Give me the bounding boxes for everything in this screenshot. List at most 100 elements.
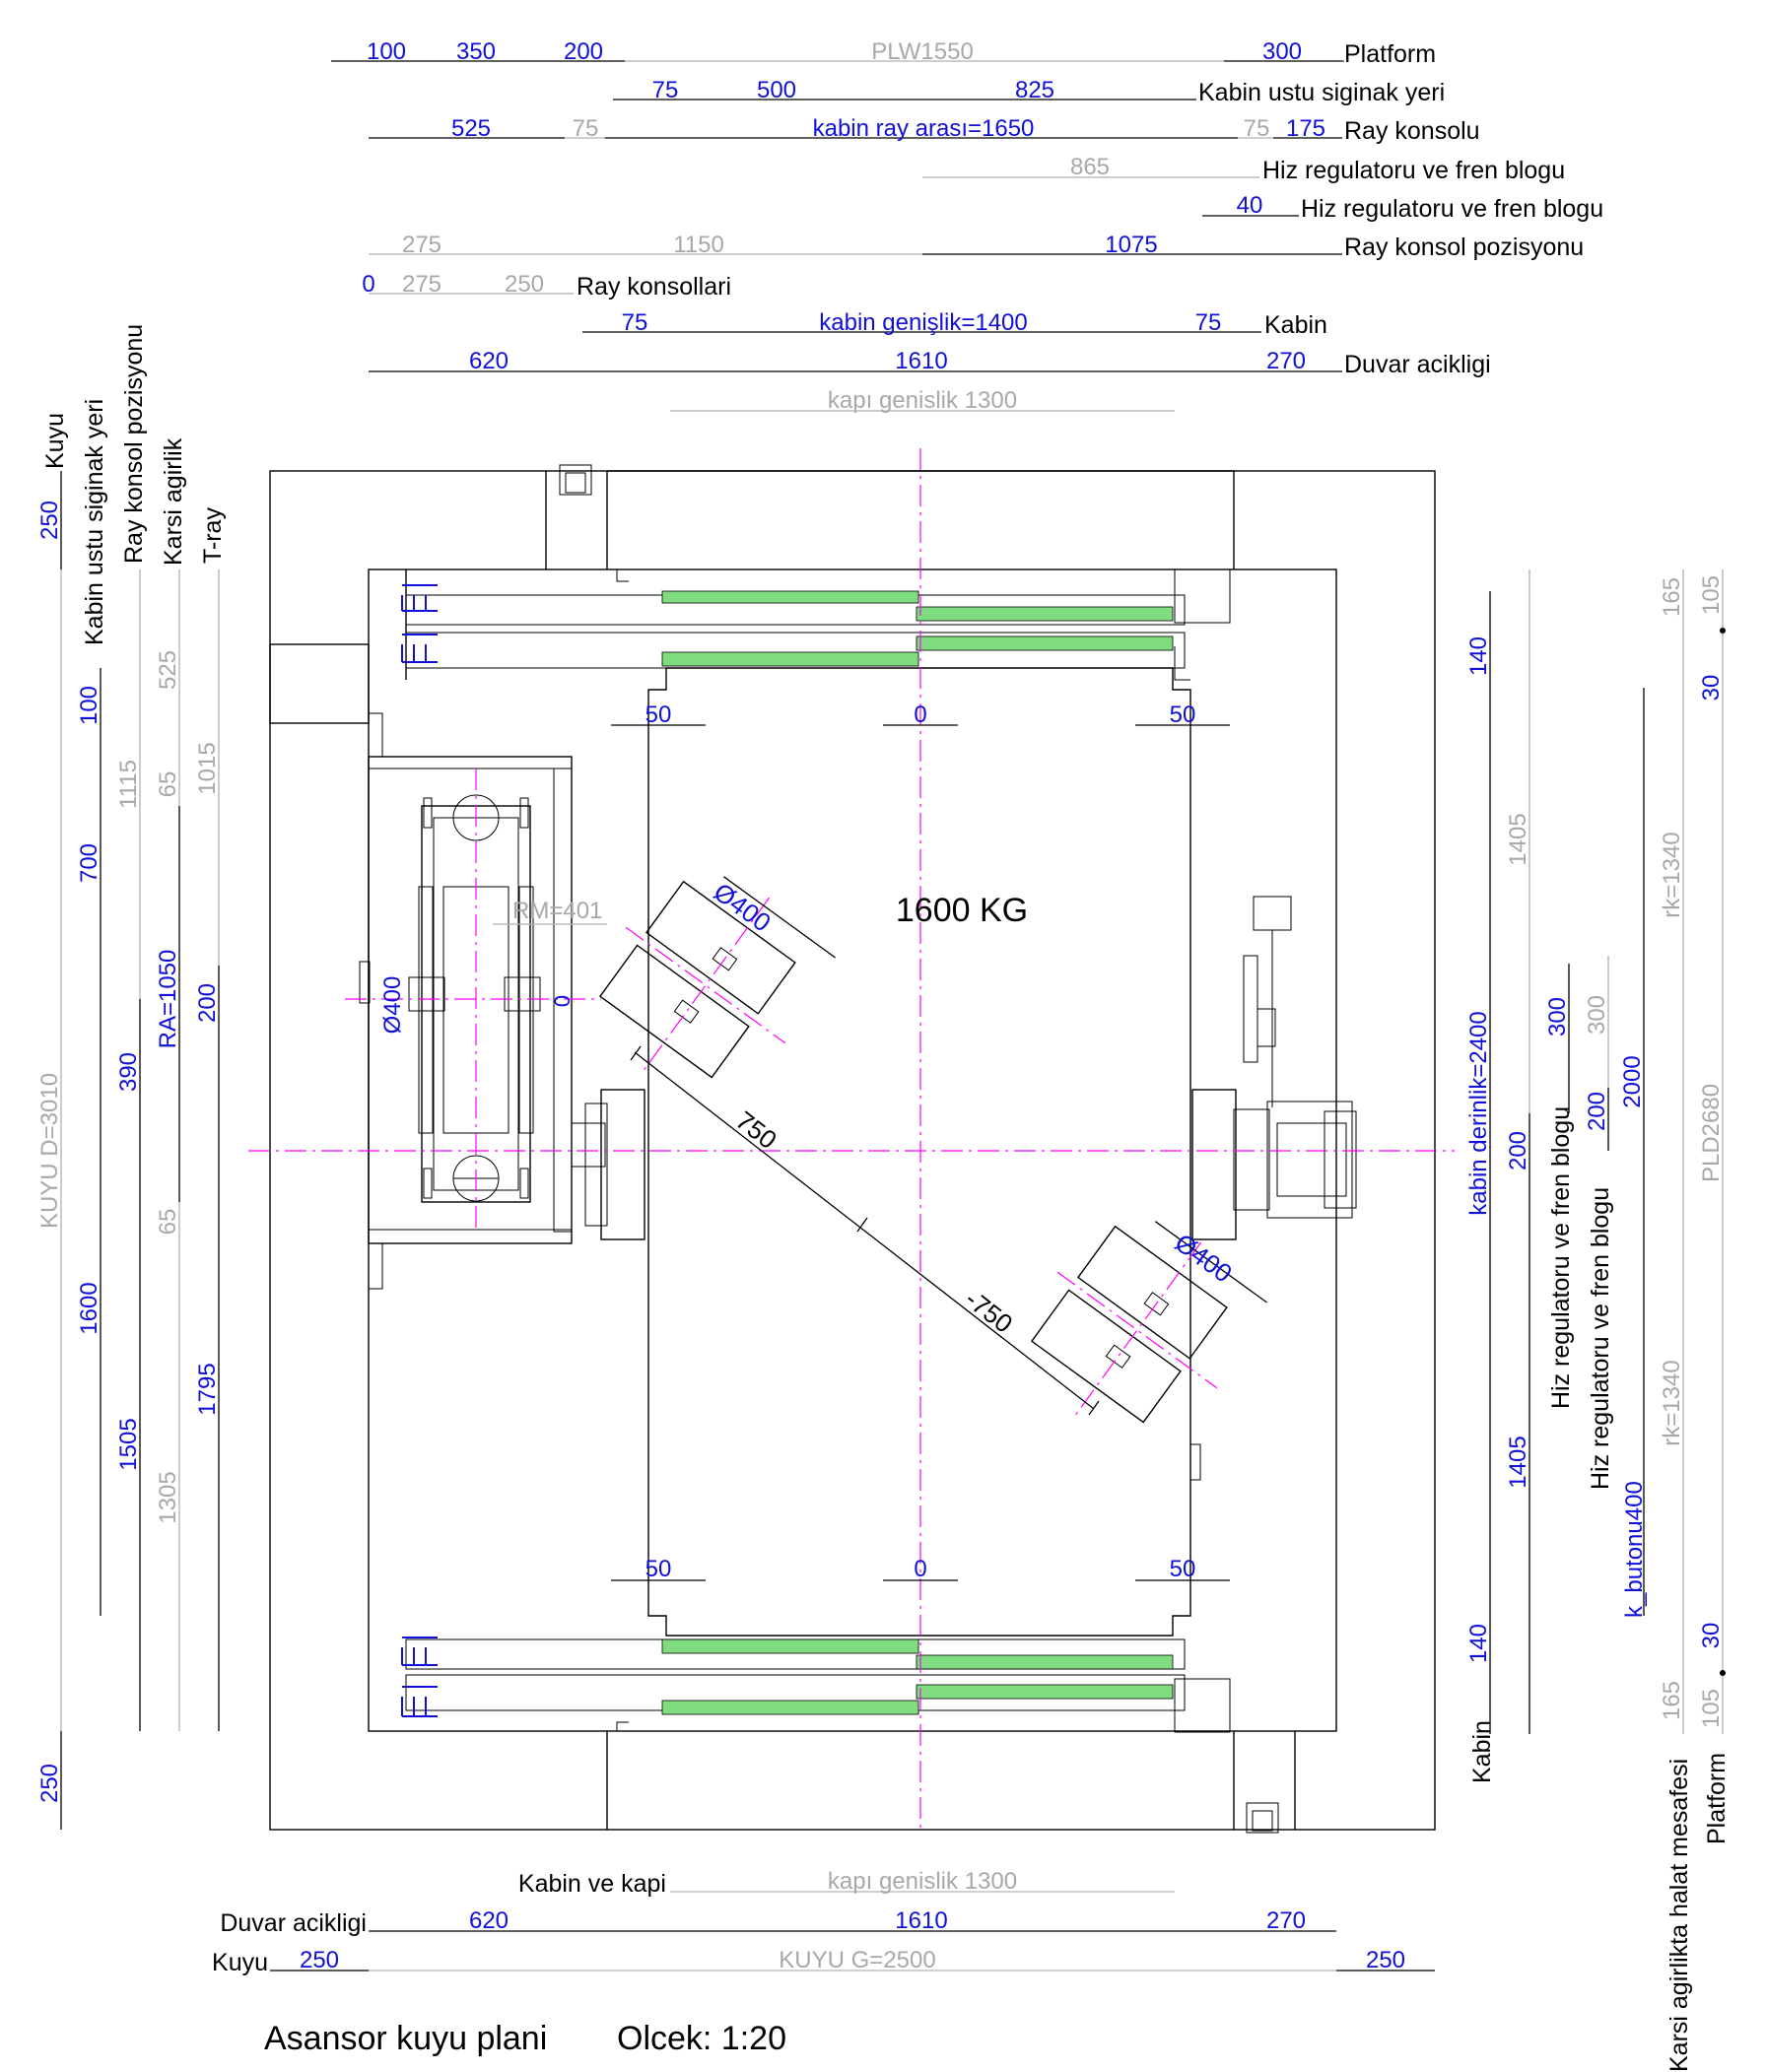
karsi-halat-165-bot: 165 <box>1659 1681 1685 1720</box>
kabin-ustu-row-label: Kabin ustu siginak yeri <box>1198 79 1445 106</box>
hiz1-col-1405-top: 1405 <box>1505 813 1531 865</box>
kuyu-col-250-bot: 250 <box>36 1764 63 1803</box>
ray-konsolu-row-label: Ray konsolu <box>1344 117 1480 145</box>
diameter-lower-label: Ø400 <box>1170 1228 1238 1289</box>
rk-dim-0: 0 <box>362 271 374 298</box>
ray-konsolu-dim-75b: 75 <box>1244 115 1270 142</box>
karsi-halat-col-label: Karsi agirlikta halat mesafesi <box>1665 1759 1693 2072</box>
bottom-duvar-1610: 1610 <box>895 1907 947 1934</box>
bottom-duvar-label: Duvar acikligi <box>220 1909 367 1937</box>
kabin-ustu-col-100: 100 <box>76 686 102 725</box>
hiz1-col-1405-bot: 1405 <box>1505 1436 1531 1488</box>
diameter-left-label: Ø400 <box>379 976 406 1035</box>
sheave-lower <box>1030 1221 1267 1424</box>
kapi-genislik-top: kapı genislik 1300 <box>828 387 1017 414</box>
kabin-dim-75b: 75 <box>1195 309 1222 336</box>
kbuton-col-label: k_butonu400 <box>1621 1481 1648 1618</box>
hiz2-col-200: 200 <box>1584 1092 1610 1131</box>
kabin-ustu-col-1600: 1600 <box>76 1282 102 1334</box>
top-dimension-rows: 100 350 200 PLW1550 300 Platform 75 500 … <box>331 38 1603 414</box>
capacity-label: 1600 KG <box>896 892 1028 929</box>
platform-col-105-bot: 105 <box>1698 1689 1725 1728</box>
ray-konsol-col-1505: 1505 <box>115 1418 142 1470</box>
platform-dim-200: 200 <box>564 38 603 65</box>
tray-col-1795: 1795 <box>194 1363 221 1415</box>
ray-konsolu-dim-175: 175 <box>1286 115 1325 142</box>
rk-dim-250: 250 <box>505 271 544 298</box>
hiz1-row-label: Hiz regulatoru ve fren blogu <box>1262 157 1565 184</box>
hiz1-col-200: 200 <box>1505 1131 1531 1170</box>
rkp-row-label: Ray konsol pozisyonu <box>1344 234 1584 261</box>
tray-col-1015: 1015 <box>194 742 221 794</box>
ray-konsolu-dim-75a: 75 <box>573 115 599 142</box>
top-inner-dim-0: 0 <box>914 702 926 728</box>
diameter-upper-label: Ø400 <box>709 877 777 938</box>
shaft-plan: RM=401 Ø400 0 <box>248 448 1455 1834</box>
kabin-kapi-label: Kabin ve kapi <box>518 1870 666 1898</box>
hiz1-dim-865: 865 <box>1070 154 1110 180</box>
ray-konsolu-dim-525: 525 <box>451 115 491 142</box>
karsi-col-525: 525 <box>155 650 181 690</box>
platform-dim-350: 350 <box>456 38 496 65</box>
bottom-duvar-270: 270 <box>1266 1907 1306 1934</box>
bottom-kuyu-250b: 250 <box>1366 1947 1405 1973</box>
kabin-ustu-dim-825: 825 <box>1015 77 1054 103</box>
top-inner-dim-50a: 50 <box>645 702 672 728</box>
kabin-col-label: Kabin <box>1468 1720 1496 1783</box>
hiz2-col-300: 300 <box>1584 995 1610 1035</box>
karsi-col-65b: 65 <box>155 1209 181 1236</box>
kabin-ustu-col-label: Kabin ustu siginak yeri <box>81 399 108 645</box>
kuyu-col-d: KUYU D=3010 <box>36 1073 63 1229</box>
kabin-col-140-top: 140 <box>1465 636 1492 676</box>
rk-dim-275: 275 <box>402 271 442 298</box>
kabin-dim-75a: 75 <box>622 309 648 336</box>
kuyu-col-label: Kuyu <box>41 413 69 469</box>
platform-plw: PLW1550 <box>871 38 974 65</box>
ray-konsol-col-label: Ray konsol pozisyonu <box>120 324 148 564</box>
rkp-dim-1150: 1150 <box>673 232 724 258</box>
rm-label: RM=401 <box>512 898 602 924</box>
bottom-inner-dim-50a: 50 <box>645 1556 672 1582</box>
kabin-genislik-label: kabin genişlik=1400 <box>819 309 1028 336</box>
tray-col-200: 200 <box>194 983 221 1023</box>
left-dimension-columns: Kuyu 250 KUYU D=3010 250 Kabin ustu sigi… <box>36 324 227 1830</box>
tray-col-label: T-ray <box>199 507 227 564</box>
duvar-dim-270: 270 <box>1266 348 1306 374</box>
karsi-col-ra: RA=1050 <box>155 950 181 1049</box>
diagonal-minus-750: -750 <box>960 1284 1018 1339</box>
duvar-dim-1610: 1610 <box>895 348 947 374</box>
kabin-ustu-col-700: 700 <box>76 843 102 883</box>
bottom-inner-dim-0: 0 <box>914 1556 926 1582</box>
drawing-title: Asansor kuyu plani <box>264 2020 547 2057</box>
platform-col-30-bot: 30 <box>1698 1623 1725 1649</box>
platform-col-30-top: 30 <box>1698 675 1725 702</box>
platform-dim-100: 100 <box>367 38 406 65</box>
hiz1-col-300: 300 <box>1544 997 1571 1036</box>
hiz2-dim-40: 40 <box>1237 192 1263 219</box>
kabin-ustu-dim-75: 75 <box>652 77 679 103</box>
kabin-col-140-bot: 140 <box>1465 1624 1492 1663</box>
drawing-scale: Olcek: 1:20 <box>617 2020 786 2057</box>
bottom-kuyu-g: KUYU G=2500 <box>779 1947 935 1973</box>
karsi-col-label: Karsi agirlik <box>160 437 187 566</box>
platform-col-label: Platform <box>1703 1753 1731 1844</box>
top-door-panels <box>401 568 1231 681</box>
bottom-dimension-rows: kapı genislik 1300 Kabin ve kapi 620 161… <box>212 1868 1435 1976</box>
rk-row-label: Ray konsollari <box>577 273 731 301</box>
bottom-inner-dim-50b: 50 <box>1170 1556 1196 1582</box>
kabin-ustu-dim-500: 500 <box>757 77 796 103</box>
platform-col-105-top: 105 <box>1698 575 1725 615</box>
ray-konsol-col-390: 390 <box>115 1052 142 1092</box>
sheave-upper <box>598 876 836 1079</box>
platform-row-label: Platform <box>1344 40 1436 68</box>
kbuton-col-2000: 2000 <box>1619 1055 1646 1107</box>
platform-col-pld: PLD2680 <box>1698 1084 1725 1182</box>
bottom-duvar-620: 620 <box>469 1907 509 1934</box>
zero-left-label: 0 <box>550 995 575 1007</box>
rkp-dim-1075: 1075 <box>1105 232 1157 258</box>
karsi-col-1305: 1305 <box>155 1471 181 1523</box>
karsi-halat-rk1: rk=1340 <box>1659 832 1685 917</box>
rkp-dim-275: 275 <box>402 232 442 258</box>
right-dimension-columns: 140 kabin derinlik=2400 140 Kabin 1405 3… <box>1465 569 1731 2072</box>
